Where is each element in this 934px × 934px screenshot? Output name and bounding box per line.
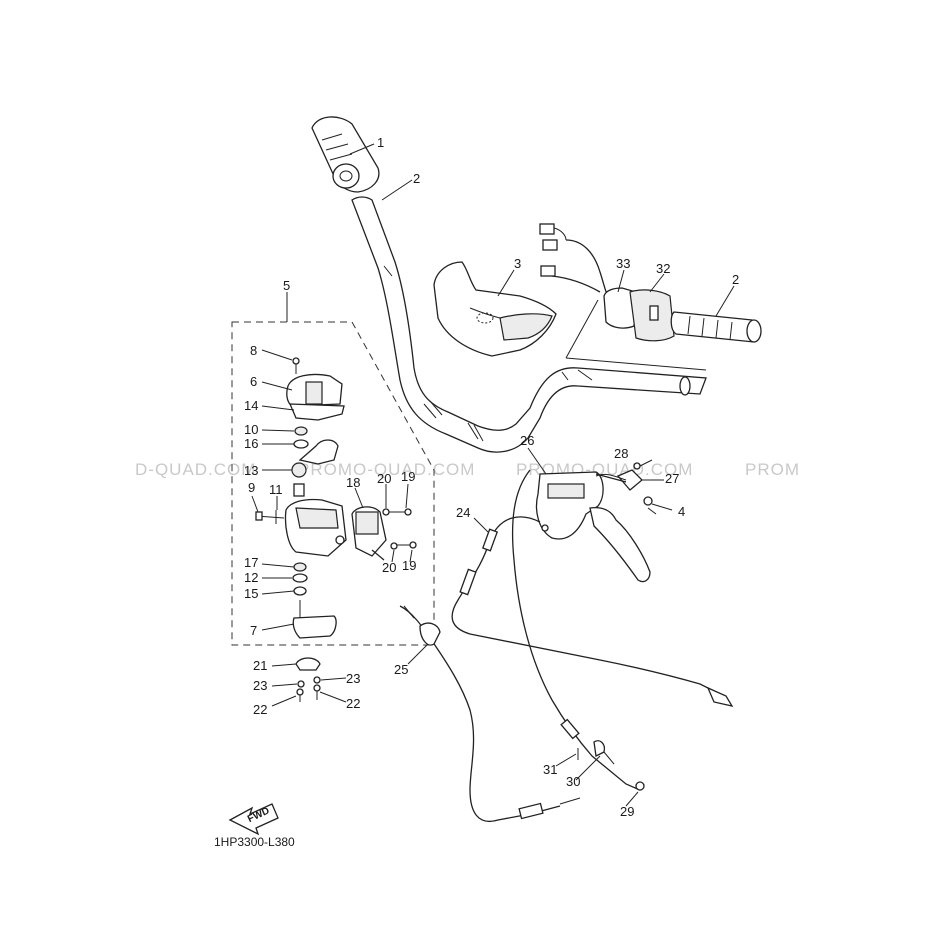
fwd-arrow-icon: FWD	[228, 803, 279, 836]
handlebar	[351, 196, 707, 453]
callout: 1	[377, 135, 384, 150]
callout: 29	[620, 804, 634, 819]
callout: 12	[244, 570, 258, 585]
callout: 10	[244, 422, 258, 437]
callout: 6	[250, 374, 257, 389]
callout: 22	[346, 696, 360, 711]
callout: 32	[656, 261, 670, 276]
callout: 28	[614, 446, 628, 461]
callout: 8	[250, 343, 257, 358]
callout: 20	[382, 560, 396, 575]
watermark: PROMO-QUAD.COM	[298, 460, 475, 479]
left-grip	[311, 116, 380, 193]
callout: 19	[401, 469, 415, 484]
callout: 26	[520, 433, 534, 448]
callout: 23	[346, 671, 360, 686]
switch-assembly-parts	[255, 357, 417, 639]
cables	[399, 469, 734, 822]
callout: 20	[377, 471, 391, 486]
drawing-code: 1HP3300-L380	[214, 835, 295, 849]
watermark: PROM	[745, 460, 800, 479]
callout: 7	[250, 623, 257, 638]
brake-lever-assembly	[535, 462, 657, 583]
callout: 23	[253, 678, 267, 693]
callouts: 1 2 2 3 4 5 6 7 8 9 10 11 12 13 14 15 16…	[244, 135, 739, 819]
callout: 31	[543, 762, 557, 777]
callout: 27	[665, 471, 679, 486]
callout: 21	[253, 658, 267, 673]
callout: 19	[402, 558, 416, 573]
callout: 25	[394, 662, 408, 677]
callout: 5	[283, 278, 290, 293]
right-controls	[539, 223, 762, 371]
handlebar-pad	[433, 261, 557, 357]
callout: 9	[248, 480, 255, 495]
callout: 11	[269, 482, 283, 497]
clamp-parts	[295, 657, 321, 702]
callout: 15	[244, 586, 258, 601]
callout: 2	[732, 272, 739, 287]
callout: 4	[678, 504, 685, 519]
callout: 18	[346, 475, 360, 490]
callout: 33	[616, 256, 630, 271]
leader-lines	[251, 143, 735, 807]
callout: 17	[244, 555, 258, 570]
callout: 24	[456, 505, 470, 520]
callout: 3	[514, 256, 521, 271]
watermark: D-QUAD.COM	[135, 460, 256, 479]
callout: 2	[413, 171, 420, 186]
callout: 13	[244, 463, 258, 478]
callout: 14	[244, 398, 258, 413]
switch-assembly-box	[231, 321, 435, 646]
callout: 22	[253, 702, 267, 717]
callout: 16	[244, 436, 258, 451]
callout: 30	[566, 774, 580, 789]
